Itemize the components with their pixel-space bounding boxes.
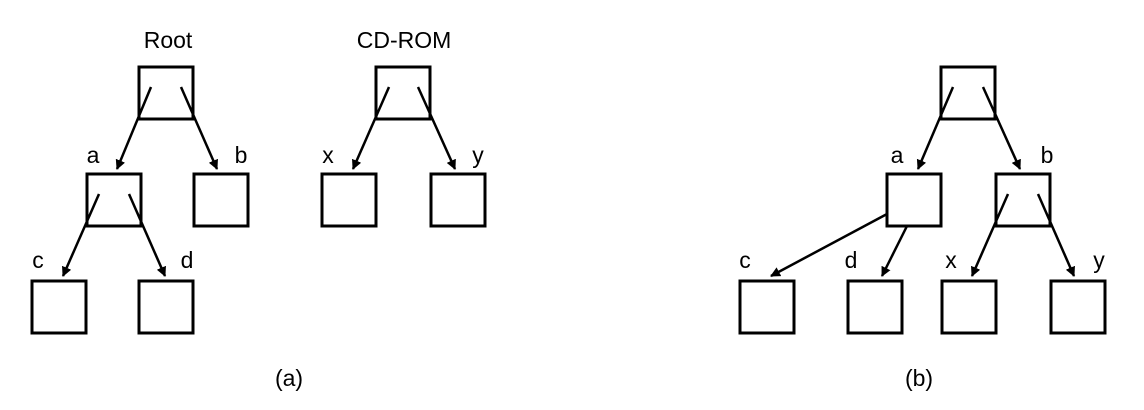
arrow-root-to-a xyxy=(115,86,153,170)
node-x-label: x xyxy=(322,142,334,168)
arrow-b-to-x-b xyxy=(970,193,1010,277)
file-c-node-b xyxy=(738,279,796,335)
caption-b: (b) xyxy=(905,365,933,391)
node-d-label: d xyxy=(181,247,194,273)
directory-a-node-b xyxy=(885,172,943,228)
diagram-b: a b c d x y (b) xyxy=(738,65,1107,391)
node-d-label-b: d xyxy=(845,247,858,273)
file-c-node xyxy=(30,279,88,335)
file-b-node xyxy=(192,172,250,228)
file-d-node-b xyxy=(846,279,904,335)
arrow-a-to-c-b xyxy=(770,212,888,278)
arrow-a-to-d xyxy=(127,193,167,277)
caption-a: (a) xyxy=(275,365,303,391)
node-c-label: c xyxy=(32,247,44,273)
arrow-cdrom-to-x xyxy=(351,86,391,170)
arrow-b-to-y-b xyxy=(1036,193,1076,277)
cdrom-label: CD-ROM xyxy=(357,27,452,53)
arrow-a-to-d-b xyxy=(880,225,909,277)
node-c-label-b: c xyxy=(739,247,751,273)
node-b-label: b xyxy=(235,142,248,168)
node-x-label-b: x xyxy=(945,247,957,273)
file-x-node-b xyxy=(940,279,998,335)
node-a-label-b: a xyxy=(891,142,904,168)
diagram-a: Root a b c d CD-ROM x y (a) xyxy=(30,27,487,391)
node-y-label: y xyxy=(472,142,484,168)
arrow-root-to-a-b xyxy=(916,86,955,170)
arrow-a-to-c xyxy=(61,193,101,277)
node-b-label-b: b xyxy=(1041,142,1054,168)
file-x-node xyxy=(320,172,378,228)
file-y-node-b xyxy=(1049,279,1107,335)
node-y-label-b: y xyxy=(1093,247,1105,273)
arrow-root-to-b-b xyxy=(981,86,1022,170)
arrow-root-to-b xyxy=(179,86,219,170)
node-a-label: a xyxy=(87,142,100,168)
root-label: Root xyxy=(144,27,193,53)
file-y-node xyxy=(429,172,487,228)
file-d-node xyxy=(137,279,195,335)
arrow-cdrom-to-y xyxy=(416,86,457,170)
